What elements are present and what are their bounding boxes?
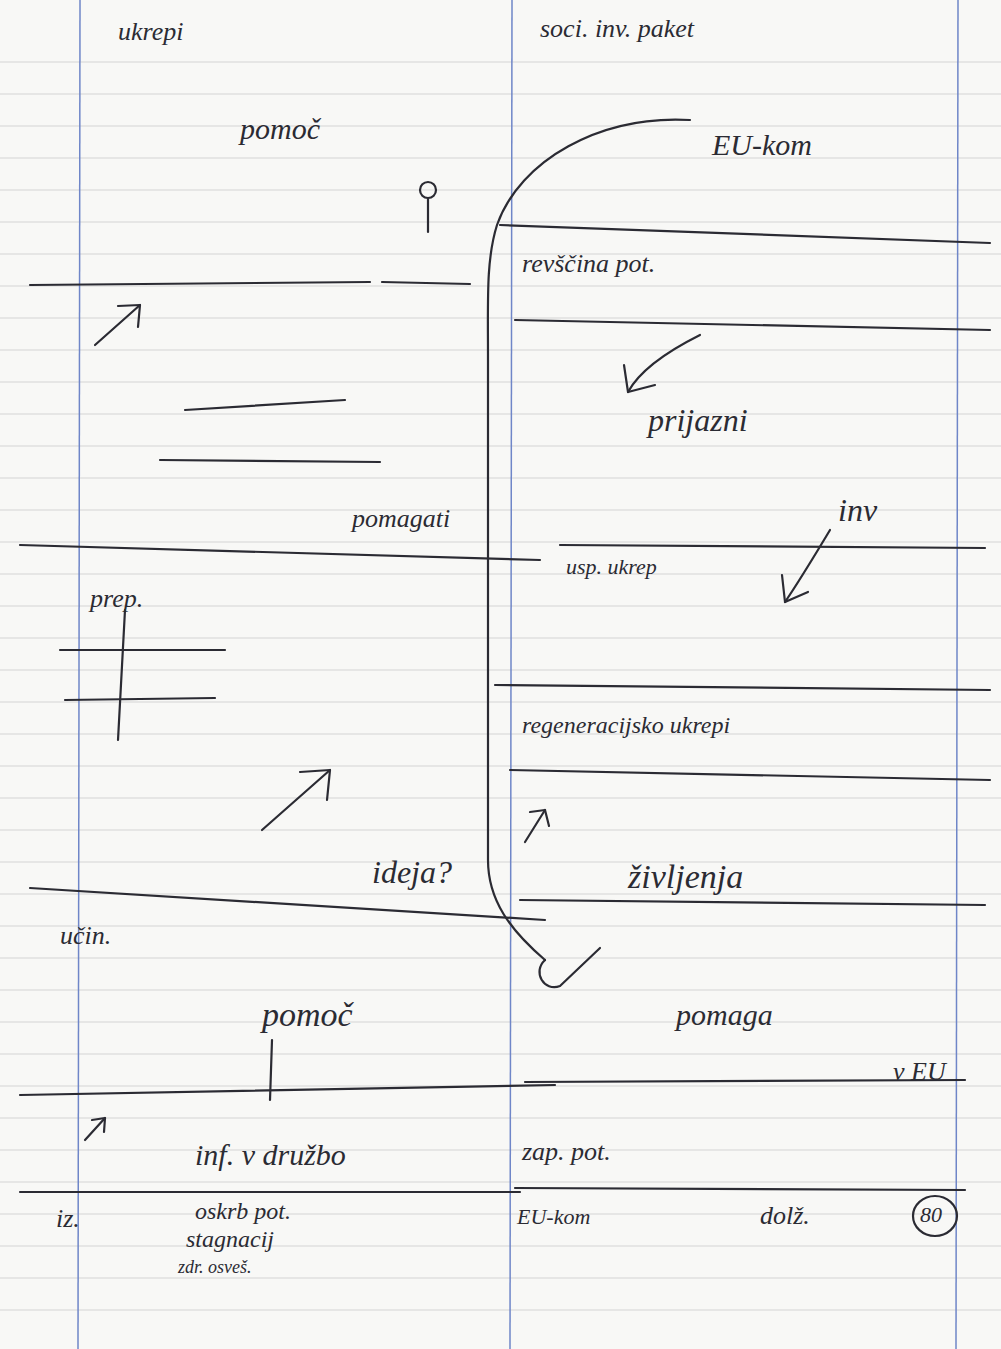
handwritten-note: soci. inv. paket bbox=[540, 15, 694, 44]
handwritten-note: iz. bbox=[56, 1205, 80, 1234]
handwritten-note: ukrepi bbox=[118, 18, 183, 47]
handwritten-note: prijazni bbox=[648, 403, 748, 438]
handwritten-note: v EU bbox=[893, 1058, 946, 1087]
handwritten-note: inv bbox=[838, 493, 877, 528]
handwritten-note: pomoč bbox=[262, 996, 353, 1033]
handwritten-note: pomagati bbox=[352, 505, 450, 534]
handwritten-note: usp. ukrep bbox=[566, 555, 657, 579]
handwritten-note: 80 bbox=[920, 1203, 942, 1227]
handwritten-note: regeneracijsko ukrepi bbox=[522, 712, 730, 738]
handwritten-note: življenja bbox=[628, 858, 743, 895]
handwritten-note: pomaga bbox=[676, 998, 773, 1031]
handwritten-note: pomoč bbox=[240, 112, 320, 145]
handwritten-note: učin. bbox=[60, 922, 111, 951]
handwritten-note: EU-kom bbox=[517, 1205, 590, 1229]
handwritten-note: oskrb pot. bbox=[195, 1198, 291, 1224]
handwritten-note: zdr. osveš. bbox=[178, 1258, 252, 1278]
handwritten-note: revščina pot. bbox=[522, 250, 655, 279]
handwritten-note: ideja? bbox=[372, 855, 452, 890]
handwritten-note: dolž. bbox=[760, 1202, 810, 1231]
handwritten-note: prep. bbox=[90, 585, 143, 614]
handwritten-note: zap. pot. bbox=[522, 1138, 611, 1167]
handwritten-note: EU-kom bbox=[712, 128, 812, 161]
handwritten-note: stagnacij bbox=[186, 1226, 274, 1252]
handwritten-note: inf. v družbo bbox=[195, 1138, 346, 1171]
